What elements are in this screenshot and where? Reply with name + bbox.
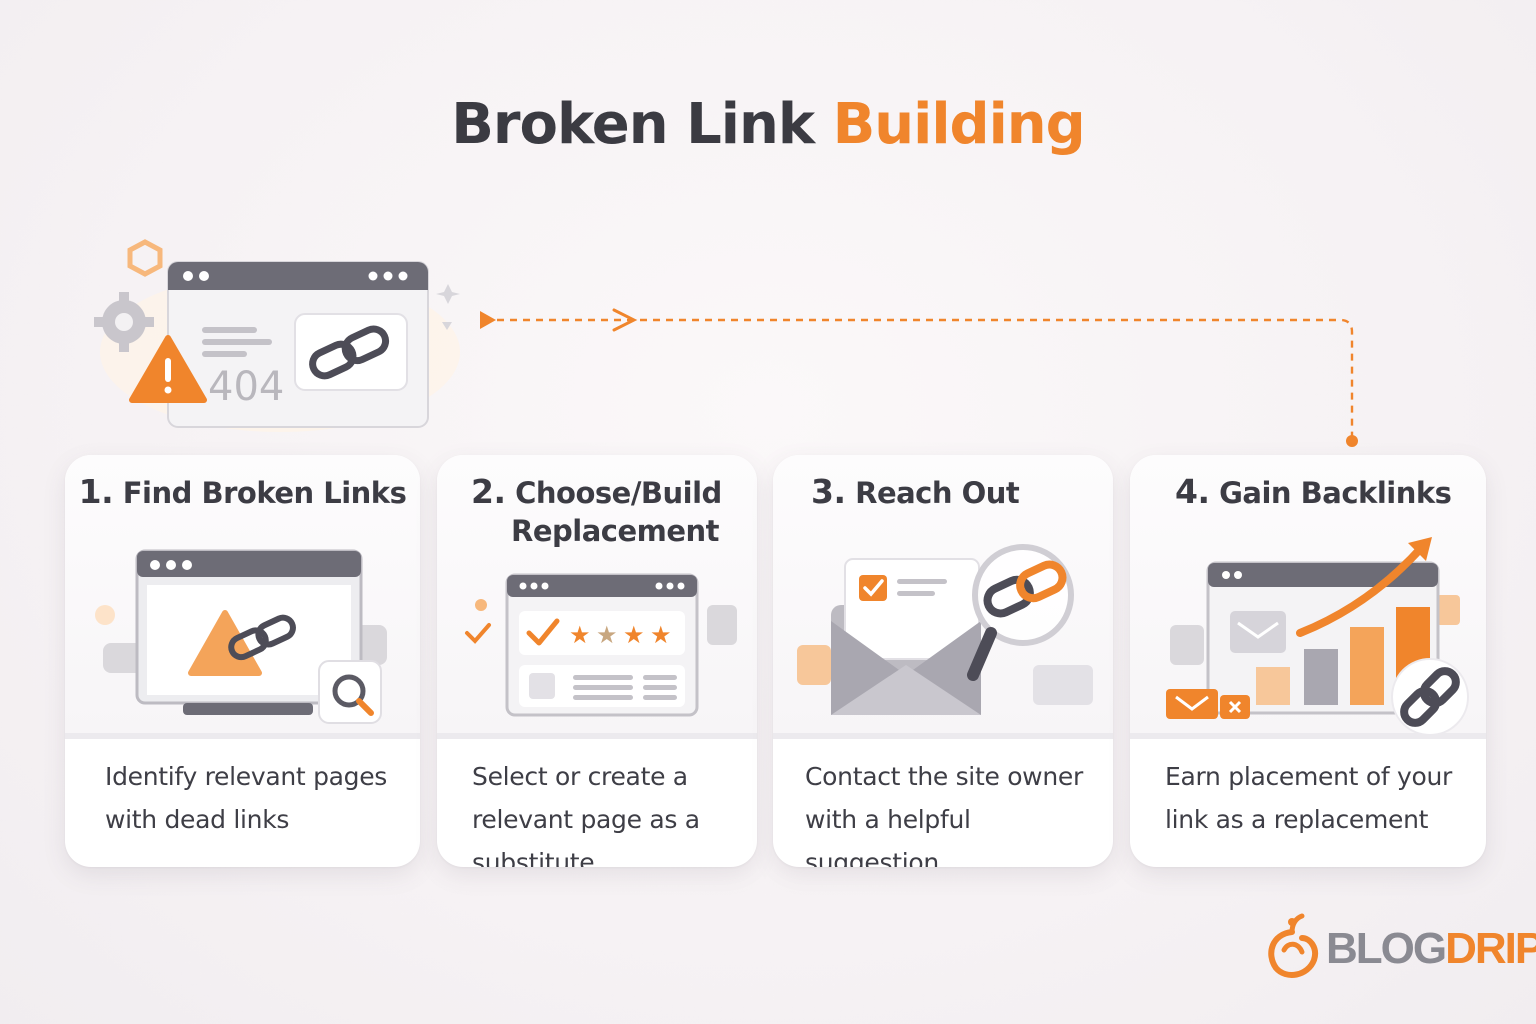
flow-arrow xyxy=(480,308,1358,447)
envelope-icon xyxy=(831,558,981,715)
brand-logo: BLOGDRIP xyxy=(1262,912,1536,982)
step-3-description: Contact the site owner with a helpful su… xyxy=(805,762,1083,867)
title-accent: Building xyxy=(832,92,1086,157)
step-4-title: 4. Gain Backlinks xyxy=(1175,472,1452,511)
svg-text:★: ★ xyxy=(650,621,672,649)
star-rating-icon: ★ ★ ★ ★ xyxy=(569,621,672,649)
svg-text:★: ★ xyxy=(569,621,591,649)
link-icon xyxy=(983,560,1067,618)
step-1-title: 1. Find Broken Links xyxy=(78,472,407,511)
title-main: Broken Link xyxy=(451,92,815,157)
warning-icon xyxy=(129,335,207,403)
link-icon xyxy=(1391,658,1469,735)
brand-name-part1: BLOG xyxy=(1326,924,1447,973)
brand-name-part2: DRIP xyxy=(1445,924,1536,973)
step-1-description: Identify relevant pages with dead links xyxy=(105,762,388,834)
magnifier-icon xyxy=(318,660,382,724)
step-2-title: 2. Choose/Build Replacement xyxy=(471,472,722,549)
page-title: Broken Link Building xyxy=(0,92,1536,157)
step-card-1: 1. Find Broken Links Identify relevant p… xyxy=(65,455,420,867)
broken-link-icon xyxy=(228,614,296,661)
step-4-description: Earn placement of your link as a replace… xyxy=(1165,762,1452,834)
svg-text:★: ★ xyxy=(623,621,645,649)
broken-link-icon xyxy=(309,325,390,380)
gain-backlinks-illustration xyxy=(1166,537,1469,735)
find-broken-links-illustration xyxy=(95,549,387,724)
step-card-4: 4. Gain Backlinks xyxy=(1130,455,1486,867)
error-code: 404 xyxy=(208,364,284,410)
reach-out-illustration xyxy=(797,544,1093,715)
hero-illustration: 404 xyxy=(90,232,510,442)
gear-icon xyxy=(94,292,154,352)
choose-replacement-illustration: ★ ★ ★ ★ xyxy=(465,573,737,717)
step-card-3: 3. Reach Out Contact the site owner with… xyxy=(773,455,1113,867)
step-2-description: Select or create a relevant page as a su… xyxy=(472,762,700,867)
drip-logo-icon xyxy=(1268,913,1318,978)
svg-text:★: ★ xyxy=(596,621,618,649)
step-card-2: 2. Choose/Build Replacement ★ ★ ★ ★ Sele… xyxy=(437,455,757,867)
step-3-title: 3. Reach Out xyxy=(811,472,1020,511)
email-badges xyxy=(1166,689,1250,719)
